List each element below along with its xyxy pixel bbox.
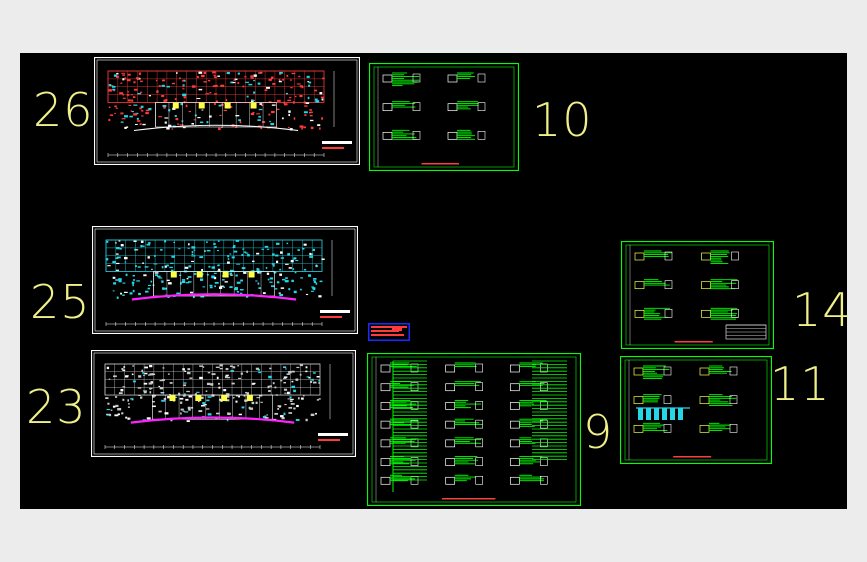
sheet-14-wiring-diagram[interactable] (621, 241, 774, 349)
legend-stamp (368, 323, 410, 341)
sheet-23-floor-plan[interactable] (91, 350, 356, 457)
cad-drawing-canvas[interactable]: 26 25 23 10 9 14 11 (20, 53, 852, 509)
sheet-number-10: 10 (532, 93, 593, 147)
sheet-26-floor-plan[interactable] (94, 57, 360, 165)
sheet-number-23: 23 (26, 380, 87, 434)
sheet-9-wiring-diagram[interactable] (367, 353, 581, 506)
sheet-number-9: 9 (583, 405, 614, 459)
sheet-number-26: 26 (33, 83, 94, 137)
sheet-number-14: 14 (792, 283, 853, 337)
sheet-number-11: 11 (770, 357, 831, 411)
sheet-number-25: 25 (30, 275, 91, 329)
sheet-10-wiring-diagram[interactable] (369, 63, 519, 171)
sheet-25-floor-plan[interactable] (92, 226, 358, 334)
sheet-11-wiring-diagram[interactable] (620, 356, 772, 464)
